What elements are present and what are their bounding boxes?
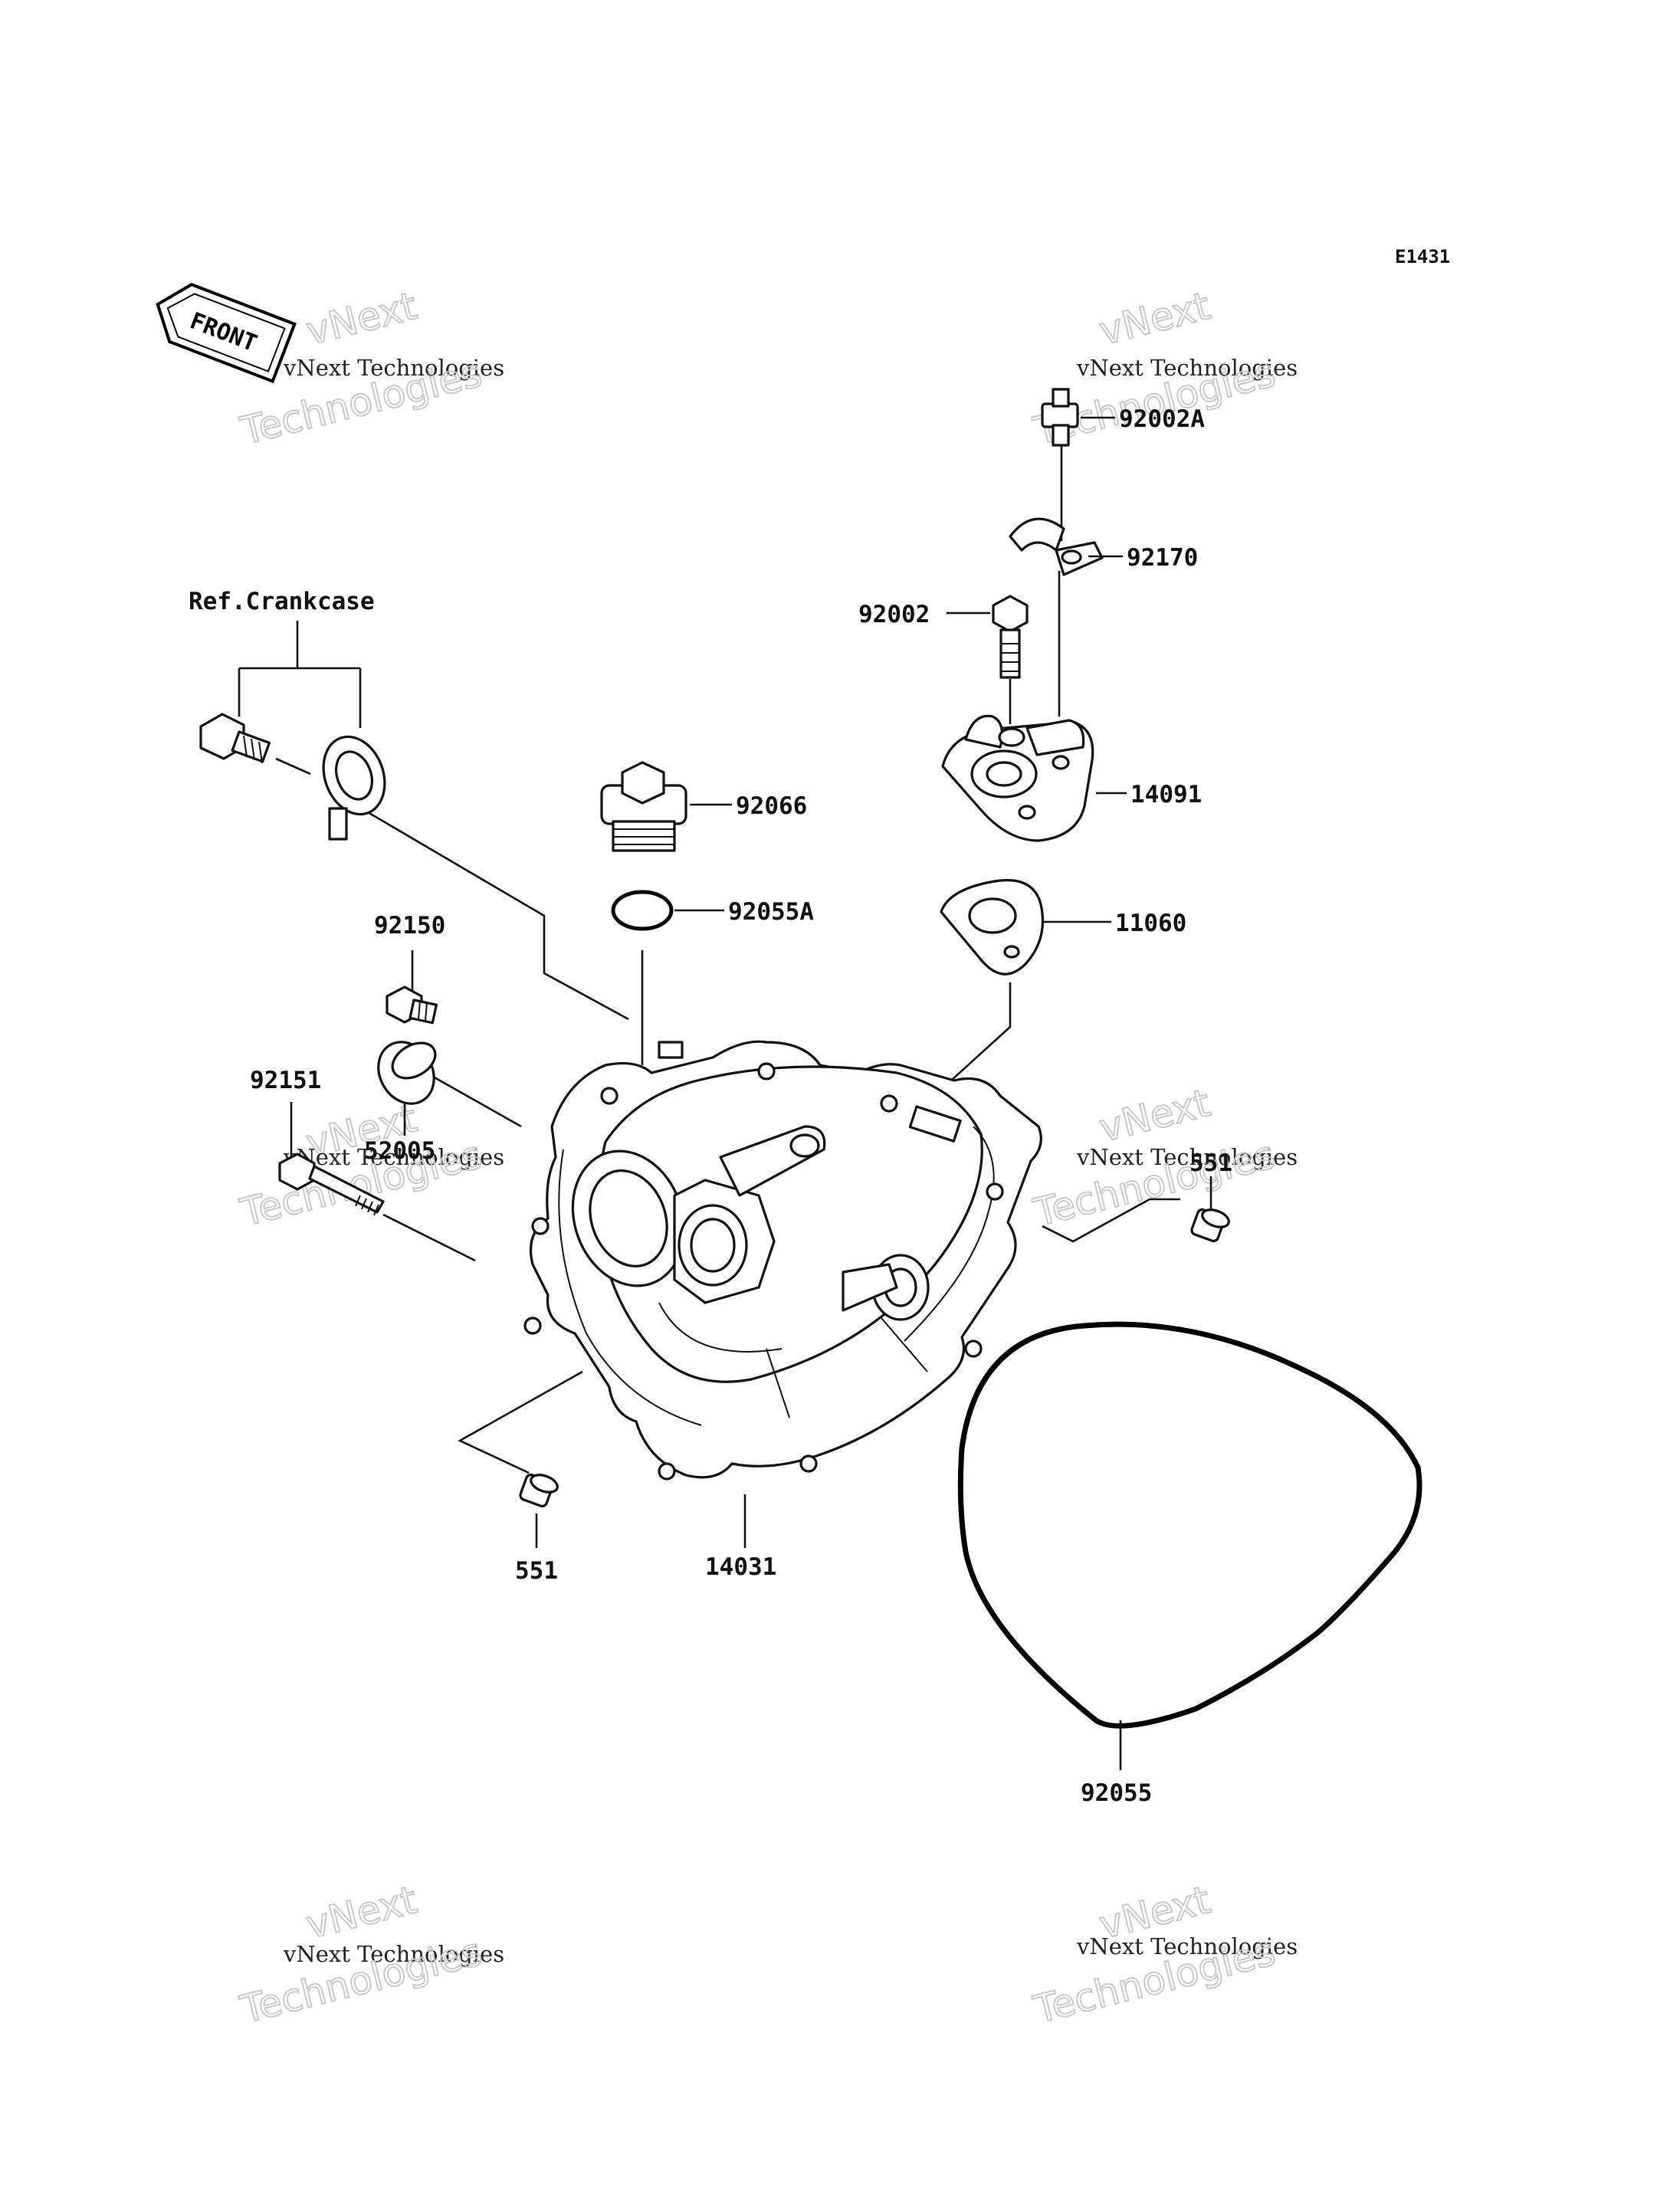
part-92002A-bolt <box>1041 388 1079 447</box>
diagram-code: E1431 <box>1395 246 1450 267</box>
part-label-14031: 14031 <box>705 1553 776 1581</box>
part-92151-bolt <box>278 1153 385 1216</box>
svg-text:vNext Technologies: vNext Technologies <box>283 1941 504 1967</box>
svg-text:vNext: vNext <box>1095 1080 1215 1151</box>
reference-label: Ref.Crankcase <box>189 588 375 615</box>
svg-text:vNext Technologies: vNext Technologies <box>1076 355 1298 381</box>
watermark-mid-right: vNext vNext Technologies Technologies <box>1029 1080 1298 1236</box>
part-14091-cover <box>941 714 1094 842</box>
part-label-551-right: 551 <box>1189 1149 1232 1177</box>
part-label-52005: 52005 <box>364 1137 435 1165</box>
svg-text:vNext Technologies: vNext Technologies <box>283 355 504 381</box>
part-92055-gasket <box>957 1321 1422 1729</box>
svg-text:vNext: vNext <box>302 1877 422 1948</box>
watermark-bottom-right: vNext vNext Technologies Technologies <box>1029 1877 1298 2033</box>
part-label-11060: 11060 <box>1115 910 1186 937</box>
watermark-bottom-left: vNext vNext Technologies Technologies <box>235 1877 504 2033</box>
part-label-551-left: 551 <box>515 1557 558 1585</box>
svg-text:vNext Technologies: vNext Technologies <box>1076 1933 1298 1959</box>
part-label-92066: 92066 <box>736 792 807 820</box>
part-11060-gasket <box>940 879 1045 976</box>
part-14031-cover <box>523 1040 1042 1481</box>
svg-text:vNext: vNext <box>302 284 422 354</box>
part-52005-cap <box>377 1041 437 1105</box>
part-551-right-dowel <box>1190 1208 1230 1243</box>
part-92055A-oring <box>611 890 674 931</box>
front-arrow-icon: FRONT <box>156 283 297 384</box>
part-92066-plug <box>600 761 687 852</box>
part-label-92055: 92055 <box>1081 1779 1152 1807</box>
watermark-mid-left: vNext vNext Technologies Technologies <box>235 1095 504 1236</box>
part-label-92150: 92150 <box>374 912 445 939</box>
ref-crankcase-bracket <box>238 621 362 728</box>
part-label-92151: 92151 <box>250 1067 321 1094</box>
part-label-92002A: 92002A <box>1119 405 1205 433</box>
part-label-14091: 14091 <box>1130 781 1202 808</box>
svg-text:vNext: vNext <box>1095 284 1215 354</box>
svg-text:vNext Technologies: vNext Technologies <box>283 1144 504 1170</box>
svg-text:vNext Technologies: vNext Technologies <box>1076 1144 1298 1170</box>
part-551-left-dowel <box>519 1473 559 1508</box>
part-92002-bolt <box>992 595 1029 679</box>
part-label-92055A: 92055A <box>728 898 814 926</box>
part-92150-bolt <box>386 985 438 1025</box>
part-label-92170: 92170 <box>1127 544 1198 572</box>
part-92170-clamp <box>1009 517 1104 576</box>
crankcase-bolt <box>199 713 271 764</box>
crankcase-washer <box>322 735 386 841</box>
part-label-92002: 92002 <box>858 601 930 628</box>
